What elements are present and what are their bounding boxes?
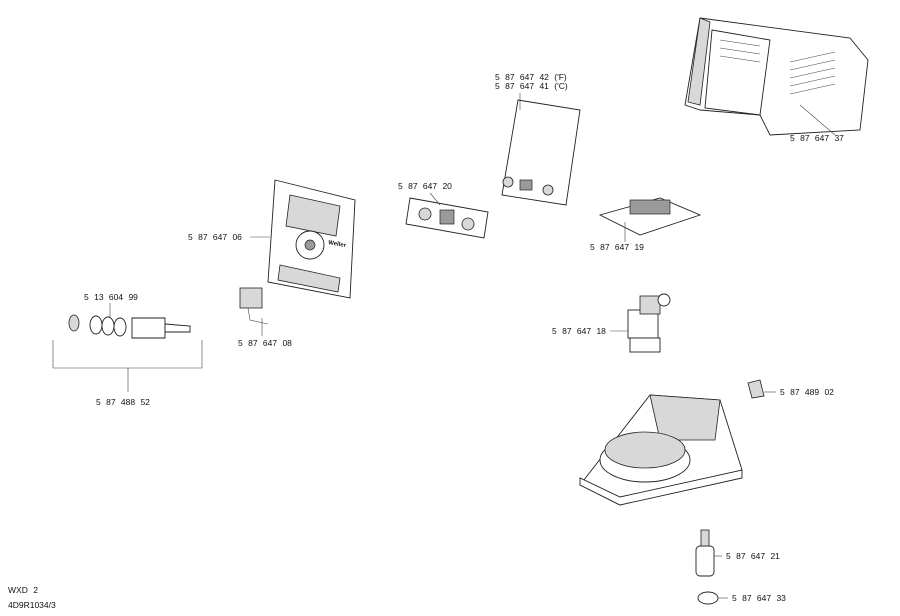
valve-part xyxy=(610,293,671,353)
part-label: 5 87 647 21 xyxy=(726,551,780,561)
part-label: 5 87 647 08 xyxy=(238,338,292,348)
connector-kit-part xyxy=(52,303,203,392)
front-panel-brand: Weller xyxy=(328,240,347,249)
socket-panel-part xyxy=(405,192,489,239)
filter-part xyxy=(695,529,722,577)
part-label: 5 87 488 52 xyxy=(96,397,150,407)
display-cover-part xyxy=(501,93,581,206)
model-label: WXD 2 xyxy=(8,585,38,595)
part-label: 5 87 647 42 ('F) xyxy=(495,72,567,82)
housing-part xyxy=(684,17,869,136)
part-label: 5 87 647 19 xyxy=(590,242,644,252)
drawing-number: 4D9R1034/3 xyxy=(8,600,56,610)
part-label: 5 87 647 06 xyxy=(188,232,242,242)
part-label: 5 87 647 37 xyxy=(790,133,844,143)
switch-part xyxy=(239,287,269,336)
foot-part xyxy=(697,591,728,605)
part-label: 5 87 647 41 ('C) xyxy=(495,81,568,91)
elbow-part xyxy=(747,379,776,399)
part-label: 5 87 489 02 xyxy=(780,387,834,397)
part-label: 5 87 647 18 xyxy=(552,326,606,336)
base-part xyxy=(579,394,743,506)
pcb-part xyxy=(598,197,702,242)
part-label: 5 87 647 20 xyxy=(398,181,452,191)
front-panel-part: Weller xyxy=(250,179,356,299)
part-label: 5 13 604 99 xyxy=(84,292,138,302)
part-label: 5 87 647 33 xyxy=(732,593,786,603)
